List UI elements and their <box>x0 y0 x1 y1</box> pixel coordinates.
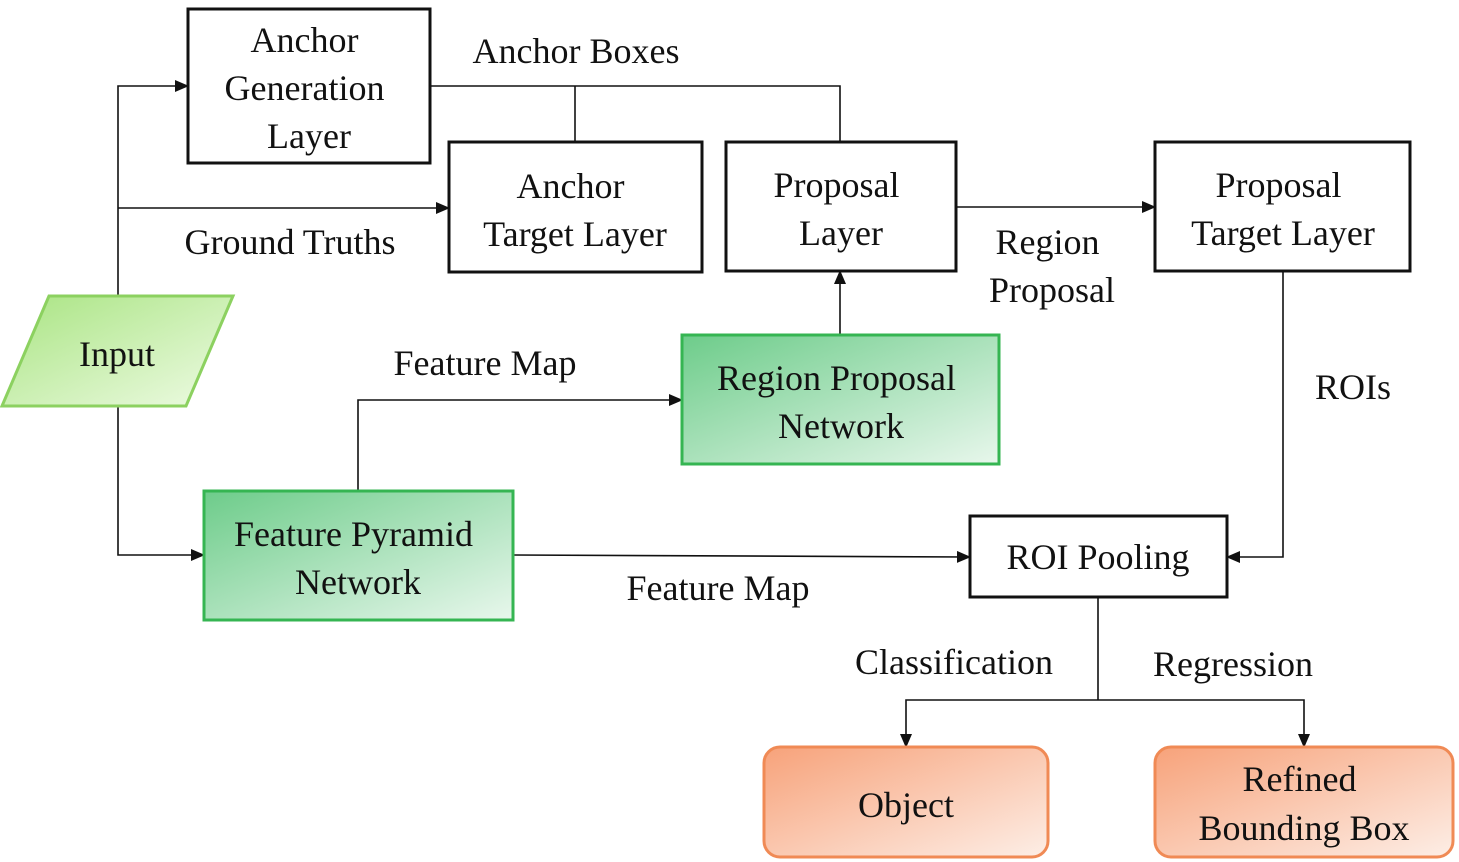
input-label: Input <box>79 334 155 374</box>
anchor-generation-label: Anchor Generation Layer <box>225 20 394 156</box>
edge-proposal-target-to-roi-pooling <box>1226 271 1284 563</box>
node-proposal-target-layer: Proposal Target Layer <box>1153 140 1412 273</box>
node-proposal-layer: Proposal Layer <box>724 140 958 273</box>
node-refined-bounding-box: Refined Bounding Box <box>1153 745 1455 859</box>
node-roi-pooling: ROI Pooling <box>968 514 1229 599</box>
fpn-box <box>202 489 515 622</box>
refined-box-box <box>1153 745 1455 859</box>
node-feature-pyramid-network: Feature Pyramid Network <box>202 489 515 622</box>
anchor-generation-box <box>186 7 432 165</box>
label-region-proposal: Region Proposal <box>989 222 1115 310</box>
refined-box-label: Refined Bounding Box <box>1198 759 1409 848</box>
edge-labels: Anchor Boxes Ground Truths Region Propos… <box>184 31 1391 684</box>
label-ground-truths: Ground Truths <box>184 222 395 262</box>
anchor-target-label: Anchor Target Layer <box>483 166 667 254</box>
roi-pooling-label: ROI Pooling <box>1006 537 1189 577</box>
proposal-target-label: Proposal Target Layer <box>1191 165 1375 253</box>
label-regression: Regression <box>1153 644 1313 684</box>
anchor-target-box <box>447 140 704 274</box>
input-parallelogram <box>0 294 236 408</box>
edge-roi-pooling-to-refined-box <box>1098 699 1310 748</box>
edge-anchor-boxes-bus <box>430 85 841 142</box>
rpn-box <box>680 333 1001 466</box>
edge-input-to-fpn <box>117 406 205 561</box>
edge-fpn-to-roi-pooling <box>512 550 971 563</box>
object-box <box>762 745 1050 859</box>
edge-fpn-to-rpn <box>357 394 683 491</box>
roi-pooling-box <box>968 514 1229 599</box>
node-region-proposal-network: Region Proposal Network <box>680 333 1001 466</box>
label-anchor-boxes: Anchor Boxes <box>473 31 680 71</box>
proposal-layer-label: Proposal Layer <box>774 165 909 253</box>
node-input: Input <box>0 294 236 408</box>
node-anchor-target-layer: Anchor Target Layer <box>447 140 704 274</box>
label-rois: ROIs <box>1315 367 1391 407</box>
label-feature-map-top: Feature Map <box>394 343 577 383</box>
proposal-target-box <box>1153 140 1412 273</box>
edge-roi-pooling-to-object <box>900 699 1098 748</box>
connectors <box>117 80 1310 748</box>
node-object: Object <box>762 745 1050 859</box>
label-classification: Classification <box>855 642 1053 682</box>
edge-input-to-anchor-generation <box>117 80 189 296</box>
fpn-label: Feature Pyramid Network <box>234 514 482 602</box>
rpn-label: Region Proposal Network <box>717 358 965 446</box>
node-anchor-generation-layer: Anchor Generation Layer <box>186 7 432 165</box>
label-feature-map-bottom: Feature Map <box>627 568 810 608</box>
proposal-layer-box <box>724 140 958 273</box>
object-label: Object <box>858 785 954 825</box>
